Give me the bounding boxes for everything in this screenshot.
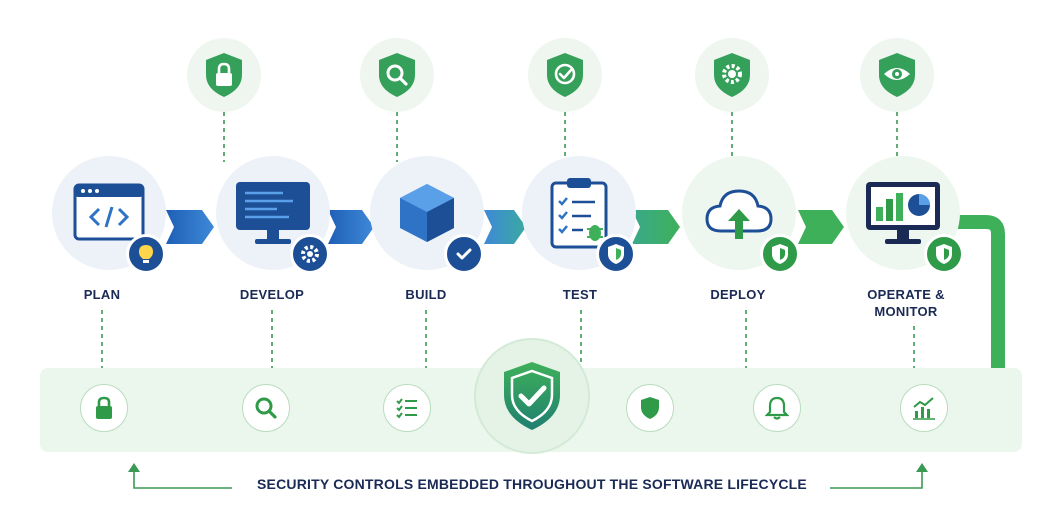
clipboard-checklist-icon [550,178,608,249]
top-dashed-lines [223,112,898,162]
stage-develop [216,156,330,274]
checklist-icon [383,384,431,432]
shield-badge-icon [924,234,964,274]
stage-label-test: TEST [562,287,598,302]
cloud-upload-icon [705,189,773,239]
return-pipe [958,215,1005,370]
bottom-dashed-lines [101,310,915,372]
stage-label-develop: DEVELOP [239,287,305,302]
lightbulb-icon [126,234,166,274]
stage-label-operate-monitor: OPERATE & MONITOR [867,287,945,319]
stage-build [370,156,484,274]
check-shield-icon [528,38,602,112]
dashboard-monitor-icon [866,182,940,244]
code-window-icon [73,183,145,241]
chart-trend-icon [900,384,948,432]
bell-icon [753,384,801,432]
search-icon [242,384,290,432]
gear-icon [290,234,330,274]
stage-plan [52,156,166,274]
stage-operate-monitor [846,156,964,274]
stage-label-deploy: DEPLOY [710,287,766,302]
feedback-arrow-right [916,463,928,472]
feedback-arrow-left [128,463,140,472]
lifecycle-caption: SECURITY CONTROLS EMBEDDED THROUGHOUT TH… [257,476,807,492]
stage-test [522,156,636,274]
stage-label-build: BUILD [405,287,447,302]
stage-deploy [682,156,800,274]
lock-shield-icon [187,38,261,112]
flow-arrows [166,210,844,244]
checkmark-icon [444,234,484,274]
monitor-code-icon [236,182,310,244]
stage-label-plan: PLAN [83,287,121,302]
feedback-bracket [133,468,923,489]
shield-badge-icon [596,234,636,274]
cube-icon [400,184,454,242]
shield-badge-icon [760,234,800,274]
eye-shield-icon [860,38,934,112]
gear-shield-icon [695,38,769,112]
shield-icon [626,384,674,432]
search-shield-icon [360,38,434,112]
security-shield-icon [474,338,590,454]
lock-icon [80,384,128,432]
